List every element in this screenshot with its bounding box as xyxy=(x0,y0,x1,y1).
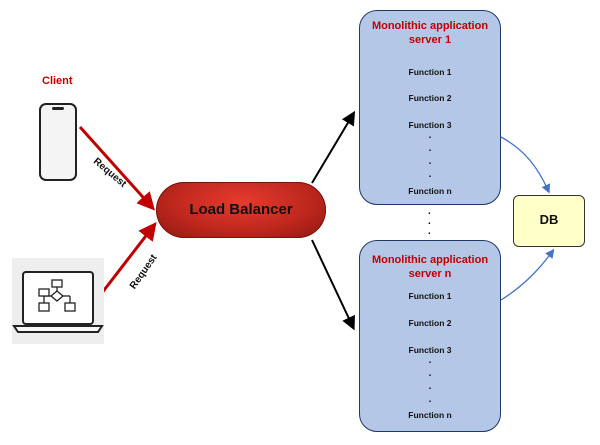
server-n-ellipsis-dot: . xyxy=(428,355,432,366)
server-n-ellipsis-dot: . xyxy=(428,381,432,392)
server-1-function-2: Function 2 xyxy=(408,93,452,103)
server1-to-db-connector xyxy=(500,136,550,194)
servern-to-db-connector xyxy=(500,248,555,301)
server-1-function-n: Function n xyxy=(408,186,452,196)
server-n-function-n: Function n xyxy=(408,410,452,420)
server-1-ellipsis-dot: . xyxy=(428,130,432,141)
database-label: DB xyxy=(539,212,559,227)
server-1-ellipsis-dot: . xyxy=(428,143,432,154)
server-1-ellipsis-dot: . xyxy=(428,156,432,167)
server-1-ellipsis-dot: . xyxy=(428,169,432,180)
client-label: Client xyxy=(42,75,73,87)
server-1-title: Monolithic application server 1 xyxy=(360,19,500,47)
lb-to-servern-arrow xyxy=(311,239,355,331)
server-1-box: Monolithic application server 1 Function… xyxy=(359,10,501,205)
server-n-ellipsis-dot: . xyxy=(428,368,432,379)
smartphone-icon xyxy=(39,103,77,181)
request-arrow-phone xyxy=(78,125,156,211)
server-n-title: Monolithic application server n xyxy=(360,253,500,281)
server-1-function-1: Function 1 xyxy=(408,67,452,77)
database-box: DB xyxy=(513,195,585,247)
lb-to-server1-arrow xyxy=(311,110,356,184)
laptop-icon xyxy=(12,258,104,344)
request-arrow-laptop xyxy=(96,222,157,299)
server-n-title-line1: Monolithic application xyxy=(371,254,489,266)
server-gap-dot: . xyxy=(428,226,431,237)
load-balancer-label: Load Balancer xyxy=(189,201,293,218)
server-1-title-line1: Monolithic application xyxy=(371,20,489,32)
server-n-box: Monolithic application server n Function… xyxy=(359,240,501,432)
server-gap-dot: . xyxy=(428,206,431,217)
server-n-function-1: Function 1 xyxy=(408,291,452,301)
server-n-function-3: Function 3 xyxy=(408,345,452,355)
server-gap-dot: . xyxy=(428,216,431,227)
load-balancer: Load Balancer xyxy=(156,182,326,238)
server-1-title-line2: server 1 xyxy=(408,34,452,46)
server-n-function-2: Function 2 xyxy=(408,318,452,328)
server-1-function-3: Function 3 xyxy=(408,120,452,130)
server-n-ellipsis-dot: . xyxy=(428,394,432,405)
server-n-title-line2: server n xyxy=(408,268,452,280)
